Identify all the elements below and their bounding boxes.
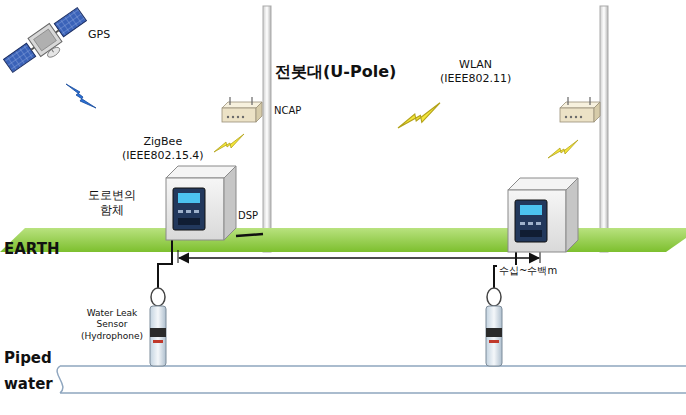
cabinet-front xyxy=(508,190,566,252)
device-side xyxy=(256,102,262,122)
sensor-mark xyxy=(153,340,163,343)
device-antenna xyxy=(229,97,230,105)
dimension-tick xyxy=(178,250,179,263)
ground-label: EARTH xyxy=(4,240,60,259)
node-shape xyxy=(222,102,262,122)
sensor-cable xyxy=(158,240,172,288)
utility-pole xyxy=(263,6,271,252)
panel-button xyxy=(528,222,533,225)
cabinet-front xyxy=(166,178,224,240)
cabinet-cable xyxy=(236,234,263,236)
distance-label: 수십~수백m xyxy=(497,265,559,278)
device-top xyxy=(222,102,262,108)
hydrophone-sensor: Water Leak Sensor (Hydrophone) xyxy=(148,288,168,368)
pole-title: 전봇대(U-Pole) xyxy=(275,62,396,82)
dimension-arrow xyxy=(179,257,539,259)
panel-screen xyxy=(178,193,200,203)
wireless-bolt xyxy=(548,140,578,158)
wireless-bolt xyxy=(398,103,440,128)
panel-button xyxy=(536,222,541,225)
device-antenna xyxy=(589,97,590,105)
panel-button xyxy=(186,210,191,213)
sensor-loop xyxy=(487,288,501,306)
panel-slot xyxy=(178,218,200,225)
ncap-device xyxy=(560,97,600,122)
processor-label: DSP xyxy=(238,210,258,223)
device-led xyxy=(242,116,244,118)
panel-button xyxy=(520,222,525,225)
control-panel xyxy=(173,188,205,230)
device-front xyxy=(560,108,594,122)
device-front xyxy=(222,108,256,122)
device-led xyxy=(237,116,239,118)
control-panel xyxy=(515,200,547,242)
panel-button xyxy=(178,210,183,213)
protocol-label: ZigBee (IEEE802.15.4) xyxy=(122,135,204,163)
sensor-band xyxy=(486,328,502,337)
gps-signal-bolt xyxy=(66,84,96,108)
gps-satellite xyxy=(2,5,93,81)
panel-button xyxy=(194,210,199,213)
sensor-body xyxy=(150,306,166,366)
device-label: NCAP xyxy=(274,105,301,118)
sensor-label: Water Leak Sensor (Hydrophone) xyxy=(80,308,144,342)
device-led xyxy=(570,116,572,118)
panel-slot xyxy=(520,230,542,237)
device-led xyxy=(565,116,567,118)
device-side xyxy=(594,102,600,122)
cabinet-side xyxy=(566,178,578,252)
node-shape xyxy=(148,288,168,368)
sensor-band xyxy=(150,328,166,337)
device-led xyxy=(227,116,229,118)
cabinet-side xyxy=(224,166,236,240)
roadside-cabinet: 도로변의 함체DSP xyxy=(166,166,236,240)
utility-pole xyxy=(600,6,608,252)
cabinet-label: 도로변의 함체 xyxy=(88,188,136,218)
device-antenna xyxy=(567,97,568,105)
dimension-tick xyxy=(540,252,541,263)
device-led xyxy=(575,116,577,118)
sensor-loop xyxy=(151,288,165,306)
device-led xyxy=(580,116,582,118)
panel-screen xyxy=(520,205,542,215)
ncap-device: NCAP xyxy=(222,102,262,122)
pipe-label: Piped water xyxy=(4,346,53,397)
ground-band xyxy=(0,228,686,252)
device-led xyxy=(232,116,234,118)
sensor-body xyxy=(486,306,502,366)
device-antenna xyxy=(251,97,252,105)
roadside-cabinet xyxy=(508,178,578,252)
satellite-label: GPS xyxy=(88,28,110,42)
right-station xyxy=(486,97,600,366)
protocol-label: WLAN (IEEE802.11) xyxy=(440,58,511,86)
device-top xyxy=(560,102,600,108)
node-shape xyxy=(166,166,236,240)
water-pipe xyxy=(57,366,686,393)
wireless-bolt xyxy=(214,134,244,152)
sensor-mark xyxy=(489,340,499,343)
hydrophone-sensor xyxy=(486,288,502,366)
